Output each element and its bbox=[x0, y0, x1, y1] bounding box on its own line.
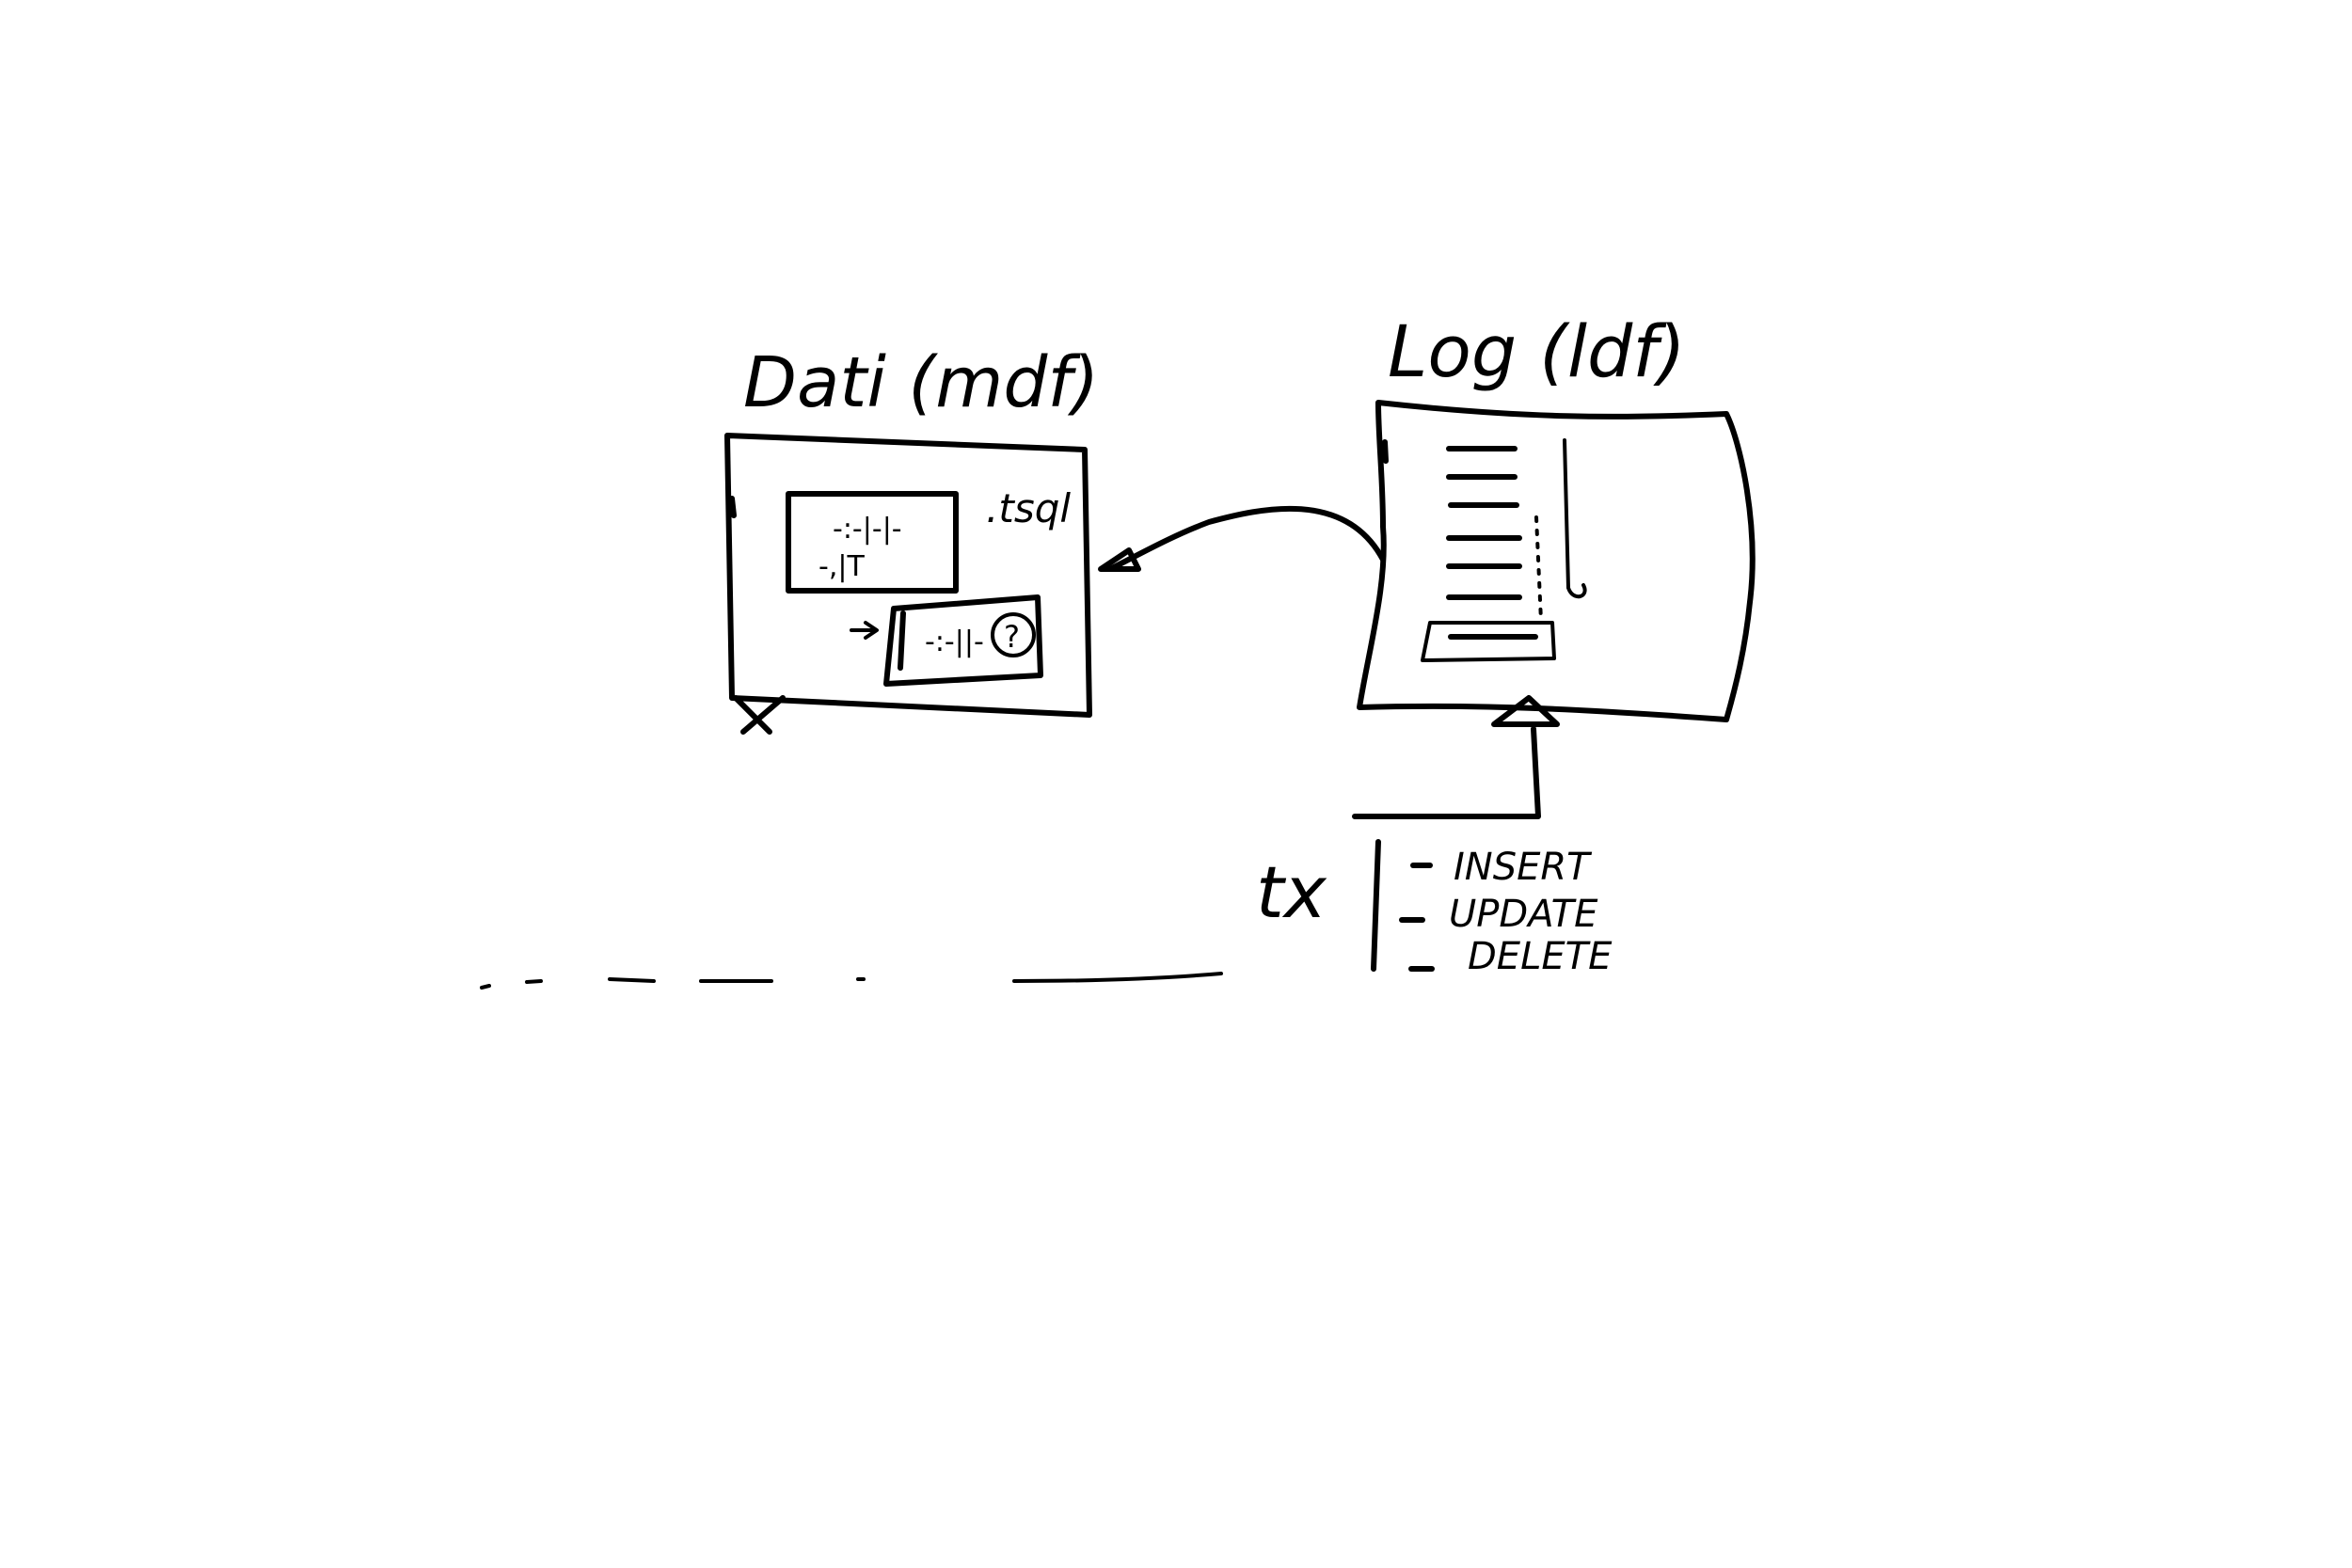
data-page-bar bbox=[898, 610, 906, 671]
timeline-dashed-line bbox=[480, 972, 1223, 990]
tsql-label: .tsql bbox=[986, 485, 1071, 531]
log-file-box bbox=[1357, 400, 1756, 722]
page-arrow bbox=[850, 621, 879, 640]
timeline-segment bbox=[608, 977, 656, 983]
data-page-box bbox=[883, 594, 1043, 687]
tx-label: tx bbox=[1256, 850, 1327, 934]
data-file-group: Dati (mdf) -:-|-|- -,|T .tsql -:-||- ? bbox=[724, 342, 1099, 735]
log-file-group: Log (ldf) bbox=[1357, 309, 1756, 722]
tx-to-log-arrow-head bbox=[1491, 695, 1560, 727]
data-file-title: Dati (mdf) bbox=[743, 342, 1099, 423]
data-file-left-tick bbox=[729, 496, 737, 518]
data-page-marks: -:-||- bbox=[925, 626, 984, 658]
tx-op-insert: INSERT bbox=[1454, 846, 1593, 889]
log-to-data-arrow-line bbox=[1107, 505, 1386, 572]
tx-op-update: UPDATE bbox=[1449, 893, 1598, 936]
data-page-badge-circle bbox=[991, 612, 1036, 657]
data-page-badge: ? bbox=[1004, 619, 1020, 655]
log-to-data-arrow-head bbox=[1098, 547, 1141, 572]
log-file-left-tick bbox=[1382, 439, 1389, 464]
data-file-box bbox=[724, 433, 1092, 718]
timeline-segment bbox=[1012, 972, 1223, 983]
tx-bracket bbox=[1371, 839, 1381, 972]
tx-op-delete: DELETE bbox=[1468, 935, 1613, 978]
log-current-record-box bbox=[1421, 621, 1556, 662]
log-dotted-marker bbox=[1534, 515, 1543, 623]
timeline-segment bbox=[525, 979, 543, 984]
cross-mark bbox=[733, 695, 786, 735]
transaction-group: tx INSERT UPDATE DELETE bbox=[1256, 839, 1613, 978]
data-table-box bbox=[786, 491, 959, 594]
timeline-segment bbox=[480, 984, 491, 990]
log-sequence-arrow bbox=[1563, 438, 1587, 599]
data-table-marks-row1: -:-|-|- bbox=[833, 513, 902, 546]
log-record-lines bbox=[1446, 446, 1522, 600]
log-file-title: Log (ldf) bbox=[1388, 309, 1686, 393]
data-table-marks-row2: -,|T bbox=[818, 550, 865, 583]
tx-to-log-arrow-line bbox=[1352, 726, 1541, 819]
